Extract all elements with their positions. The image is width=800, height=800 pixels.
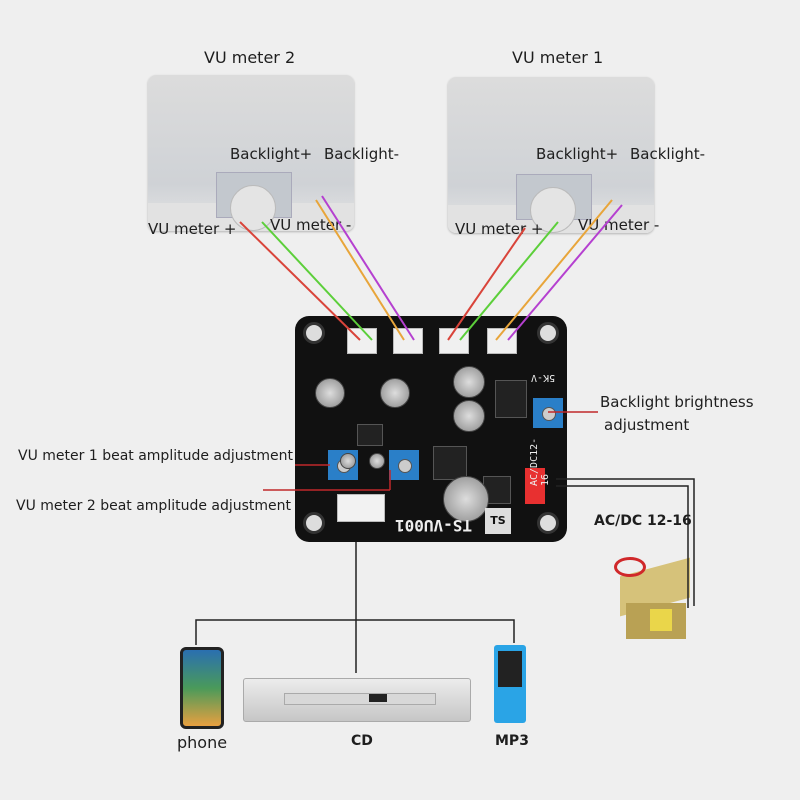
vu-meter-1-backlight-minus: Backlight-	[630, 145, 706, 163]
vu-meter-2-minus: VU meter -	[270, 216, 352, 234]
wire-orange	[315, 199, 405, 341]
cd-label: CD	[351, 733, 373, 749]
phone-device	[180, 647, 224, 729]
source-wires	[195, 542, 515, 673]
wire-red	[239, 221, 361, 341]
wire-green	[459, 221, 559, 341]
transformer	[614, 555, 694, 645]
phone-label: phone	[177, 733, 228, 752]
vu-meter-1-minus: VU meter -	[578, 216, 660, 234]
vu-meter-1-backlight-plus: Backlight+	[536, 145, 619, 163]
annotation-leaders	[263, 411, 598, 491]
power-wires	[556, 478, 695, 608]
wire-green	[261, 221, 373, 341]
power-annotation: AC/DC 12-16	[594, 513, 692, 529]
power-connector	[525, 468, 545, 504]
vu-meter-2-title: VU meter 2	[204, 48, 296, 67]
audio-input-connector	[337, 494, 385, 522]
meter-1-wires	[447, 199, 623, 341]
beat-1-annotation: VU meter 1 beat amplitude adjustment	[18, 448, 294, 464]
backlight-annotation-2: adjustment	[604, 416, 690, 434]
vu-meter-2-plus: VU meter +	[148, 220, 237, 238]
vu-meter-2-backlight-plus: Backlight+	[230, 145, 313, 163]
beat-2-annotation: VU meter 2 beat amplitude adjustment	[16, 498, 292, 514]
wire-purple	[507, 204, 623, 341]
backlight-annotation-1: Backlight brightness	[600, 393, 754, 411]
vu-meter-2-backlight-minus: Backlight-	[324, 145, 400, 163]
vu-meter-1	[448, 77, 654, 233]
wire-orange	[495, 199, 613, 341]
wire-red	[447, 227, 526, 341]
vu-driver-board: TS TS-VU001 AC/DC12-16 5K-V	[295, 316, 567, 542]
mp3-label: MP3	[495, 733, 529, 749]
pot-vu-meter-2[interactable]	[389, 450, 419, 480]
ts-logo: TS	[485, 508, 511, 534]
pot-backlight[interactable]	[533, 398, 563, 428]
meter-2-wires	[239, 195, 415, 341]
mp3-device	[494, 645, 526, 723]
wire-purple	[321, 195, 415, 341]
cd-player-device	[243, 678, 471, 722]
vu-meter-1-title: VU meter 1	[512, 48, 604, 67]
